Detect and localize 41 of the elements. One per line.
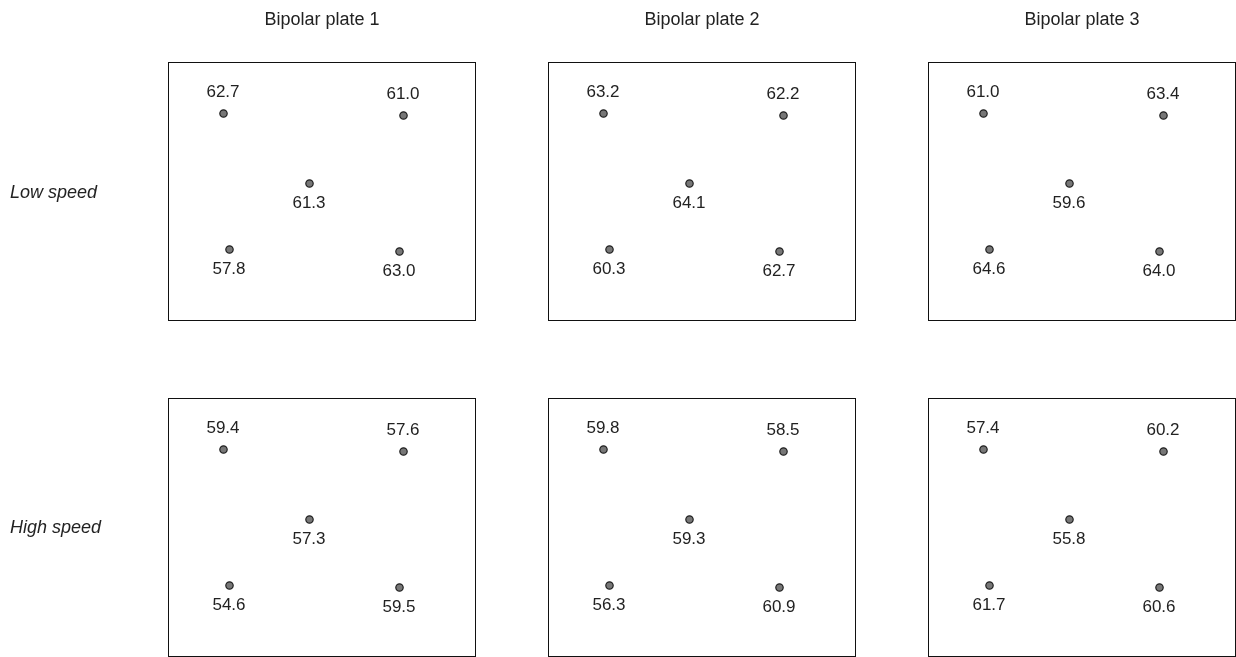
plate-panel: [548, 398, 856, 657]
value-label: 59.8: [586, 418, 620, 438]
value-label: 59.5: [382, 597, 416, 617]
value-label: 62.7: [206, 82, 240, 102]
value-label: 57.6: [386, 420, 420, 440]
value-label: 63.4: [1146, 84, 1180, 104]
value-label: 60.2: [1146, 420, 1180, 440]
value-label: 57.8: [212, 259, 246, 279]
value-label: 59.6: [1052, 193, 1086, 213]
value-label: 61.7: [972, 595, 1006, 615]
value-label: 60.6: [1142, 597, 1176, 617]
plate-panel: [548, 62, 856, 321]
value-label: 63.0: [382, 261, 416, 281]
value-label: 57.3: [292, 529, 326, 549]
value-label: 62.7: [762, 261, 796, 281]
value-label: 55.8: [1052, 529, 1086, 549]
plate-panel: [168, 398, 476, 657]
plate-panel: [928, 62, 1236, 321]
row-heading: High speed: [10, 516, 102, 538]
column-heading: Bipolar plate 3: [1024, 8, 1140, 30]
value-label: 61.0: [966, 82, 1000, 102]
value-label: 54.6: [212, 595, 246, 615]
value-label: 64.6: [972, 259, 1006, 279]
value-label: 61.0: [386, 84, 420, 104]
value-label: 61.3: [292, 193, 326, 213]
plate-panel: [928, 398, 1236, 657]
value-label: 57.4: [966, 418, 1000, 438]
value-label: 60.9: [762, 597, 796, 617]
plate-panel: [168, 62, 476, 321]
value-label: 60.3: [592, 259, 626, 279]
value-label: 59.3: [672, 529, 706, 549]
value-label: 59.4: [206, 418, 240, 438]
value-label: 62.2: [766, 84, 800, 104]
value-label: 58.5: [766, 420, 800, 440]
value-label: 63.2: [586, 82, 620, 102]
column-heading: Bipolar plate 2: [644, 8, 760, 30]
value-label: 64.1: [672, 193, 706, 213]
column-heading: Bipolar plate 1: [264, 8, 380, 30]
row-heading: Low speed: [10, 181, 98, 203]
value-label: 56.3: [592, 595, 626, 615]
value-label: 64.0: [1142, 261, 1176, 281]
